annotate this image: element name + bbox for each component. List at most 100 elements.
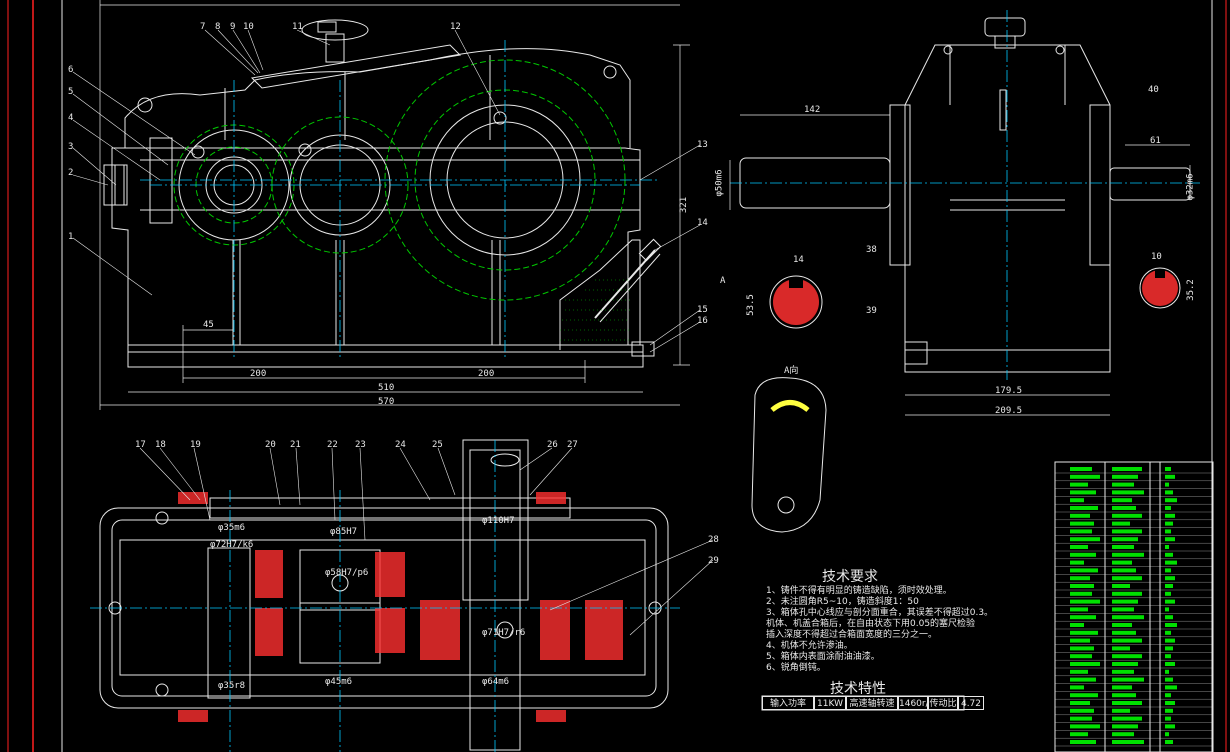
table-cell-text [1165, 568, 1171, 573]
leader-11: 11 [292, 22, 303, 32]
table-cell-text [1165, 521, 1173, 526]
table-cell-text [1070, 716, 1092, 721]
table-cell-text [1112, 552, 1144, 557]
fit-label: φ58H7/p6 [325, 568, 369, 578]
table-cell-text [1165, 662, 1175, 666]
dim-510: 510 [378, 383, 395, 393]
table-cell-text [1070, 732, 1088, 737]
table-cell-text [1112, 708, 1130, 713]
table-cell-text [1112, 685, 1132, 690]
table-cell-text [1112, 490, 1144, 495]
table-cell-text [1112, 474, 1138, 479]
top-leaders [139, 447, 714, 636]
top-sections [178, 492, 623, 722]
key-dim-10: 10 [1151, 252, 1162, 262]
title-block [1054, 461, 1214, 752]
table-cell-text [1112, 537, 1138, 542]
leader-29: 29 [708, 556, 719, 566]
leader-40: 40 [1148, 85, 1159, 95]
table-cell-text [1165, 474, 1175, 479]
table-cell-text [1112, 701, 1142, 705]
spec-cell: 1460r/m [898, 696, 928, 710]
table-cell-text [1112, 506, 1136, 510]
table-cell-text [1112, 513, 1142, 518]
fit-label: φ35m6 [218, 523, 246, 533]
table-cell-text [1165, 607, 1169, 612]
table-cell-text [1165, 552, 1173, 557]
table-cell-text [1070, 685, 1084, 690]
table-cell-text [1112, 662, 1138, 666]
fit-label: φ64m6 [482, 677, 510, 687]
key-dim-14: 14 [793, 255, 804, 265]
leader-20: 20 [265, 440, 276, 450]
dim-45: 45 [203, 320, 214, 330]
requirement-item: 5、箱体内表面涂耐油油漆。 [766, 652, 880, 662]
table-cell-text [1070, 482, 1088, 487]
table-cell-text [1070, 654, 1092, 659]
spec-cell: 高速轴转速 [846, 696, 898, 710]
table-cell-text [1112, 467, 1142, 471]
leader-18: 18 [155, 440, 166, 450]
leader-28: 28 [708, 535, 719, 545]
table-cell-text [1070, 615, 1096, 620]
table-cell-text [1112, 615, 1144, 620]
leader-2: 2 [68, 168, 74, 178]
table-cell-text [1165, 513, 1175, 518]
front-view [103, 19, 662, 368]
table-cell-text [1112, 560, 1132, 565]
table-cell-text [1165, 560, 1177, 565]
dim-200-b: 200 [478, 369, 495, 379]
dim-200-a: 200 [250, 369, 267, 379]
table-cell-text [1070, 669, 1088, 674]
table-cell-text [1070, 490, 1096, 495]
table-cell-text [1165, 545, 1169, 549]
table-cell-text [1112, 740, 1144, 744]
table-cell-text [1112, 529, 1142, 534]
table-cell-text [1165, 482, 1169, 487]
table-cell-text [1070, 521, 1094, 526]
table-cell-text [1112, 568, 1136, 573]
side-centerlines [730, 10, 1200, 380]
table-cell-text [1070, 552, 1096, 557]
table-cell-text [1070, 599, 1100, 604]
table-cell-text [1165, 716, 1171, 721]
table-cell-text [1165, 623, 1177, 627]
table-cell-text [1165, 498, 1177, 503]
table-cell-text [1165, 599, 1175, 604]
table-cell-text [1165, 677, 1173, 682]
fit-label: φ71H7/r6 [482, 628, 526, 638]
oil-hatch [560, 279, 630, 341]
table-cell-text [1165, 506, 1171, 510]
leader-21: 21 [290, 440, 301, 450]
table-cell-text [1070, 677, 1096, 682]
table-cell-text [1070, 584, 1094, 588]
leader-5: 5 [68, 87, 74, 97]
table-cell-text [1070, 607, 1088, 612]
characteristics-title: 技术特性 [830, 681, 886, 697]
key-dim-53-5: 53.5 [745, 294, 756, 316]
table-cell-text [1070, 513, 1090, 518]
leader-39: 39 [866, 306, 877, 316]
breather-knob-icon [301, 19, 369, 63]
leader-22: 22 [327, 440, 338, 450]
table-cell-text [1070, 708, 1094, 713]
front-leaders [72, 29, 701, 353]
requirements-title: 技术要求 [822, 569, 878, 585]
top-centerlines [90, 440, 680, 752]
table-cell-text [1165, 615, 1173, 620]
table-cell-text [1165, 490, 1173, 495]
table-cell-text [1165, 591, 1171, 596]
leader-13: 13 [697, 140, 708, 150]
centerlines [140, 40, 660, 360]
leader-15: 15 [697, 305, 708, 315]
table-cell-text [1165, 467, 1171, 471]
table-cell-text [1070, 474, 1100, 479]
table-cell-text [1112, 669, 1134, 674]
leader-23: 23 [355, 440, 366, 450]
table-cell-text [1165, 740, 1173, 744]
spec-cell: 4.72 [958, 696, 984, 710]
table-cell-text [1165, 732, 1169, 737]
table-cell-text [1112, 693, 1136, 698]
leader-3: 3 [68, 142, 74, 152]
section-a-marker: A [720, 276, 726, 286]
